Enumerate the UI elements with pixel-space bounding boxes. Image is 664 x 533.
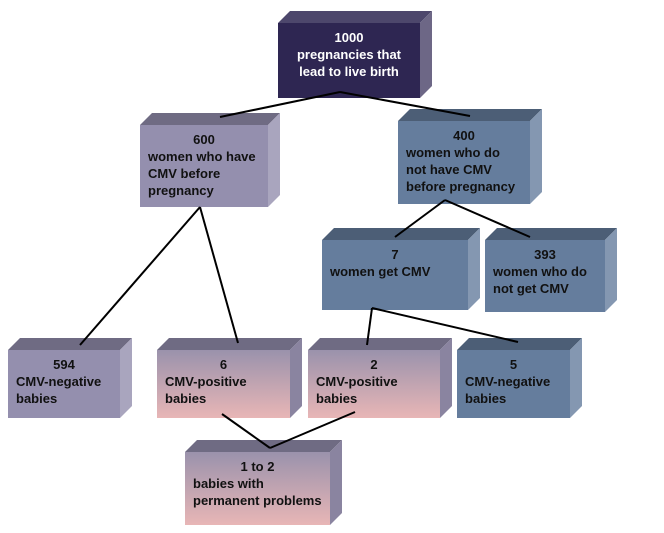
node-description-line: not get CMV: [493, 281, 569, 296]
connector-cmv-before-to-neg-594: [79, 206, 201, 346]
node-no-get-cmv: 393 women who do not get CMV: [485, 240, 605, 312]
node-count: 5: [509, 357, 518, 372]
connector-cmv-before-to-pos-6: [199, 206, 239, 344]
box-front-face: [485, 240, 605, 312]
node-count: 1 to 2: [240, 459, 275, 474]
node-description-line: not have CMV: [406, 162, 492, 177]
box-3d-neg-5: [457, 338, 582, 418]
box-3d-cmv-before: [140, 113, 280, 207]
connector-root-to-cmv-before: [219, 91, 341, 118]
connector-root-to-no-cmv-before: [339, 91, 471, 117]
connector-get-cmv-to-pos-2: [366, 307, 373, 346]
node-description-line: babies: [165, 391, 207, 406]
connector-no-cmv-before-to-no-get-cmv: [444, 199, 531, 238]
box-3d-neg-594: [8, 338, 132, 418]
node-count: 393: [534, 247, 556, 262]
connector-pos-6-to-permanent: [221, 413, 271, 449]
node-count: 400: [453, 128, 475, 143]
box-front-face: [398, 121, 530, 204]
box-side-face: [420, 11, 432, 98]
node-description-line: women who do: [406, 145, 500, 160]
node-count: 6: [219, 357, 228, 372]
node-description-line: CMV-positive: [165, 374, 247, 389]
node-count: 600: [193, 132, 215, 147]
box-3d-pos-6: [157, 338, 302, 418]
box-3d-get-cmv: [322, 228, 480, 310]
connector-get-cmv-to-neg-5: [371, 307, 519, 343]
node-description-line: lead to live birth: [299, 64, 399, 79]
box-3d-pos-2: [308, 338, 452, 418]
box-top-face: [457, 338, 582, 350]
box-top-face: [140, 113, 280, 125]
node-description-line: CMV-negative: [465, 374, 551, 389]
box-top-face: [485, 228, 617, 240]
node-description-line: women get CMV: [330, 264, 431, 279]
node-description-line: babies with: [193, 476, 264, 491]
node-get-cmv: 7 women get CMV: [322, 240, 468, 310]
box-top-face: [8, 338, 132, 350]
box-side-face: [468, 228, 480, 310]
node-description-line: babies: [316, 391, 358, 406]
node-description-line: CMV before: [148, 166, 221, 181]
box-top-face: [185, 440, 342, 452]
box-side-face: [330, 440, 342, 525]
node-count: 1000: [334, 30, 364, 45]
box-3d-no-get-cmv: [485, 228, 617, 312]
node-root: 1000 pregnancies that lead to live birth: [278, 23, 420, 98]
box-front-face: [278, 23, 420, 98]
node-description-line: babies: [16, 391, 58, 406]
node-count: 7: [391, 247, 399, 262]
box-front-face: [322, 240, 468, 310]
connector-no-cmv-before-to-get-cmv: [394, 199, 446, 238]
box-side-face: [290, 338, 302, 418]
box-side-face: [605, 228, 617, 312]
node-description-line: pregnancy: [148, 183, 214, 198]
box-side-face: [440, 338, 452, 418]
node-description-line: babies: [465, 391, 507, 406]
box-top-face: [278, 11, 432, 23]
box-front-face: [457, 350, 570, 418]
box-front-face: [8, 350, 120, 418]
box-side-face: [530, 109, 542, 204]
connector-pos-2-to-permanent: [269, 411, 356, 449]
box-front-face: [140, 125, 268, 207]
node-no-cmv-before: 400 women who do not have CMV before pregna…: [398, 121, 530, 204]
node-description-line: CMV-positive: [316, 374, 398, 389]
node-description-line: CMV-negative: [16, 374, 102, 389]
box-side-face: [268, 113, 280, 207]
node-description-line: women who do: [493, 264, 587, 279]
node-permanent: 1 to 2 babies with permanent problems: [185, 452, 330, 525]
node-count: 594: [53, 357, 75, 372]
box-front-face: [308, 350, 440, 418]
node-description-line: before pregnancy: [406, 179, 516, 194]
box-front-face: [157, 350, 290, 418]
node-description-line: women who have: [148, 149, 256, 164]
node-description-line: permanent problems: [193, 493, 322, 508]
box-3d-permanent: [185, 440, 342, 525]
box-top-face: [157, 338, 302, 350]
box-3d-root: [278, 11, 432, 98]
node-description-line: pregnancies that: [296, 47, 402, 62]
box-top-face: [308, 338, 452, 350]
box-side-face: [120, 338, 132, 418]
box-front-face: [185, 452, 330, 525]
box-side-face: [570, 338, 582, 418]
node-count: 2: [370, 357, 378, 372]
box-top-face: [322, 228, 480, 240]
